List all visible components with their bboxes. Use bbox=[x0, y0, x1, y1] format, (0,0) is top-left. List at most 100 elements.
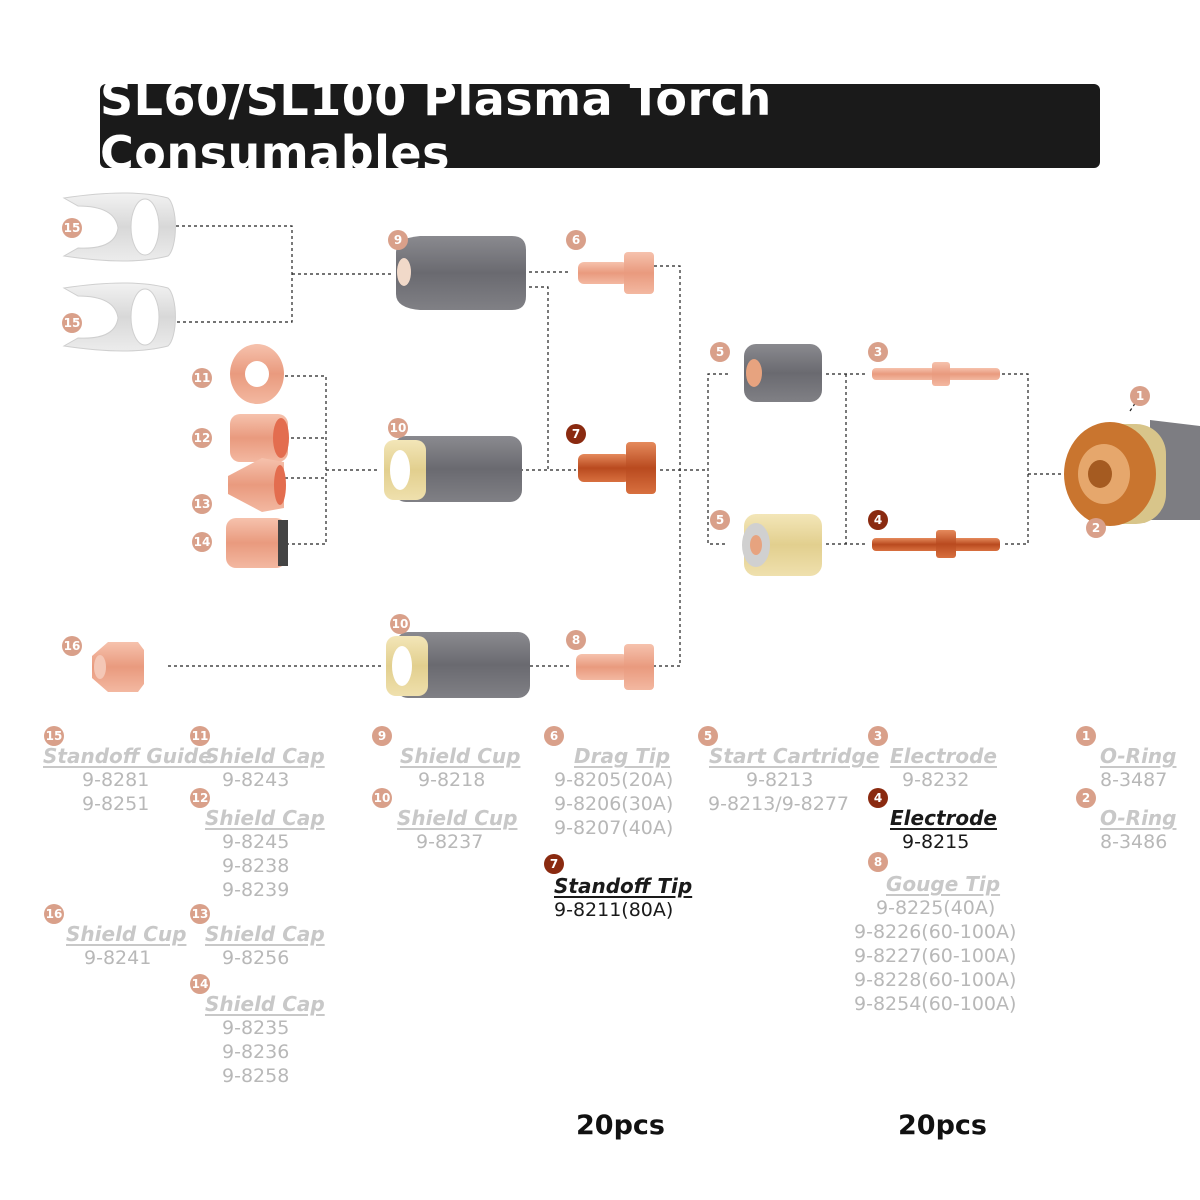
shield-cup-16 bbox=[92, 642, 144, 692]
legend-badge-7: 7 bbox=[544, 854, 564, 874]
badge-15-top: 15 bbox=[62, 218, 82, 238]
quantity-electrode: 20pcs bbox=[898, 1110, 987, 1141]
legend-code-12b: 9-8238 bbox=[222, 855, 290, 877]
legend-name-12: Shield Cap bbox=[205, 806, 325, 830]
drag-tip-6 bbox=[578, 252, 654, 294]
shield-cap-12 bbox=[230, 414, 289, 462]
start-cartridge-top bbox=[744, 344, 822, 402]
legend-name-1: O-Ring bbox=[1100, 744, 1177, 768]
legend-badge-4: 4 bbox=[868, 788, 888, 808]
electrode-3 bbox=[872, 362, 1000, 386]
legend-badge-6: 6 bbox=[544, 726, 564, 746]
badge-5-bottom: 5 bbox=[710, 510, 730, 530]
legend-code-3: 9-8232 bbox=[902, 769, 970, 791]
legend-name-15: Standoff Guide bbox=[43, 744, 212, 768]
shield-cap-14 bbox=[226, 518, 288, 568]
legend-name-10: Shield Cup bbox=[397, 806, 518, 830]
legend-code-6a: 9-8205(20A) bbox=[554, 769, 674, 791]
legend-badge-13: 13 bbox=[190, 904, 210, 924]
badge-4: 4 bbox=[868, 510, 888, 530]
legend-name-11: Shield Cap bbox=[205, 744, 325, 768]
legend-code-12c: 9-8239 bbox=[222, 879, 290, 901]
legend-badge-9: 9 bbox=[372, 726, 392, 746]
legend-badge-11: 11 bbox=[190, 726, 210, 746]
shield-cup-10-top bbox=[384, 436, 522, 502]
legend-code-7: 9-8211(80A) bbox=[554, 899, 674, 921]
legend-badge-3: 3 bbox=[868, 726, 888, 746]
start-cartridge-bottom bbox=[742, 514, 822, 576]
legend-name-3: Electrode bbox=[890, 744, 997, 768]
legend-badge-1: 1 bbox=[1076, 726, 1096, 746]
badge-2: 2 bbox=[1086, 518, 1106, 538]
badge-8: 8 bbox=[566, 630, 586, 650]
legend-code-15a: 9-8281 bbox=[82, 769, 150, 791]
shield-cap-11 bbox=[230, 344, 284, 404]
legend-code-10: 9-8237 bbox=[416, 831, 484, 853]
legend-code-8e: 9-8254(60-100A) bbox=[854, 993, 1017, 1015]
legend-code-5b: 9-8213/9-8277 bbox=[708, 793, 849, 815]
badge-3: 3 bbox=[868, 342, 888, 362]
legend-code-12a: 9-8245 bbox=[222, 831, 290, 853]
legend-name-2: O-Ring bbox=[1100, 806, 1177, 830]
legend-code-8c: 9-8227(60-100A) bbox=[854, 945, 1017, 967]
badge-1: 1 bbox=[1130, 386, 1150, 406]
badge-10-bottom: 10 bbox=[390, 614, 410, 634]
shield-cup-9 bbox=[396, 236, 526, 310]
legend-name-16: Shield Cup bbox=[66, 922, 187, 946]
badge-11: 11 bbox=[192, 368, 212, 388]
legend-badge-16: 16 bbox=[44, 904, 64, 924]
legend-code-14b: 9-8236 bbox=[222, 1041, 290, 1063]
legend-name-6: Drag Tip bbox=[574, 744, 671, 768]
badge-15-bottom: 15 bbox=[62, 313, 82, 333]
standoff-guide-bottom bbox=[62, 282, 176, 352]
legend-badge-8: 8 bbox=[868, 852, 888, 872]
legend-code-8b: 9-8226(60-100A) bbox=[854, 921, 1017, 943]
legend-name-14: Shield Cap bbox=[205, 992, 325, 1016]
quantity-standoff-tip: 20pcs bbox=[576, 1110, 665, 1141]
legend-code-4: 9-8215 bbox=[902, 831, 970, 853]
legend-code-1: 8-3487 bbox=[1100, 769, 1168, 791]
legend-name-9: Shield Cup bbox=[400, 744, 521, 768]
legend-name-4: Electrode bbox=[890, 806, 997, 830]
badge-7: 7 bbox=[566, 424, 586, 444]
badge-16: 16 bbox=[62, 636, 82, 656]
badge-6: 6 bbox=[566, 230, 586, 250]
legend-name-8: Gouge Tip bbox=[886, 872, 1001, 896]
badge-9: 9 bbox=[388, 230, 408, 250]
legend-code-9: 9-8218 bbox=[418, 769, 486, 791]
legend-badge-14: 14 bbox=[190, 974, 210, 994]
torch-head bbox=[1064, 420, 1200, 526]
legend-badge-15: 15 bbox=[44, 726, 64, 746]
badge-12: 12 bbox=[192, 428, 212, 448]
legend-code-14c: 9-8258 bbox=[222, 1065, 290, 1087]
shield-cap-13 bbox=[228, 458, 286, 512]
legend-code-16: 9-8241 bbox=[84, 947, 152, 969]
badge-14: 14 bbox=[192, 532, 212, 552]
badge-5-top: 5 bbox=[710, 342, 730, 362]
legend-code-5a: 9-8213 bbox=[746, 769, 814, 791]
legend-code-2: 8-3486 bbox=[1100, 831, 1168, 853]
legend-name-5: Start Cartridge bbox=[709, 744, 880, 768]
legend-code-6c: 9-8207(40A) bbox=[554, 817, 674, 839]
legend-code-8a: 9-8225(40A) bbox=[876, 897, 996, 919]
legend-code-6b: 9-8206(30A) bbox=[554, 793, 674, 815]
legend-badge-2: 2 bbox=[1076, 788, 1096, 808]
legend-code-11: 9-8243 bbox=[222, 769, 290, 791]
legend-code-14a: 9-8235 bbox=[222, 1017, 290, 1039]
legend-name-13: Shield Cap bbox=[205, 922, 325, 946]
electrode-4 bbox=[872, 530, 1000, 558]
legend-code-13: 9-8256 bbox=[222, 947, 290, 969]
connector-lines bbox=[168, 225, 1141, 667]
legend-badge-10: 10 bbox=[372, 788, 392, 808]
gouge-tip-8 bbox=[576, 644, 654, 690]
legend-code-8d: 9-8228(60-100A) bbox=[854, 969, 1017, 991]
legend-name-7: Standoff Tip bbox=[554, 874, 693, 898]
legend-code-15b: 9-8251 bbox=[82, 793, 150, 815]
standoff-tip-7 bbox=[578, 442, 656, 494]
badge-10-top: 10 bbox=[388, 418, 408, 438]
standoff-guide-top bbox=[62, 192, 176, 262]
legend-badge-5: 5 bbox=[698, 726, 718, 746]
shield-cup-10-bottom bbox=[386, 632, 530, 698]
badge-13: 13 bbox=[192, 494, 212, 514]
